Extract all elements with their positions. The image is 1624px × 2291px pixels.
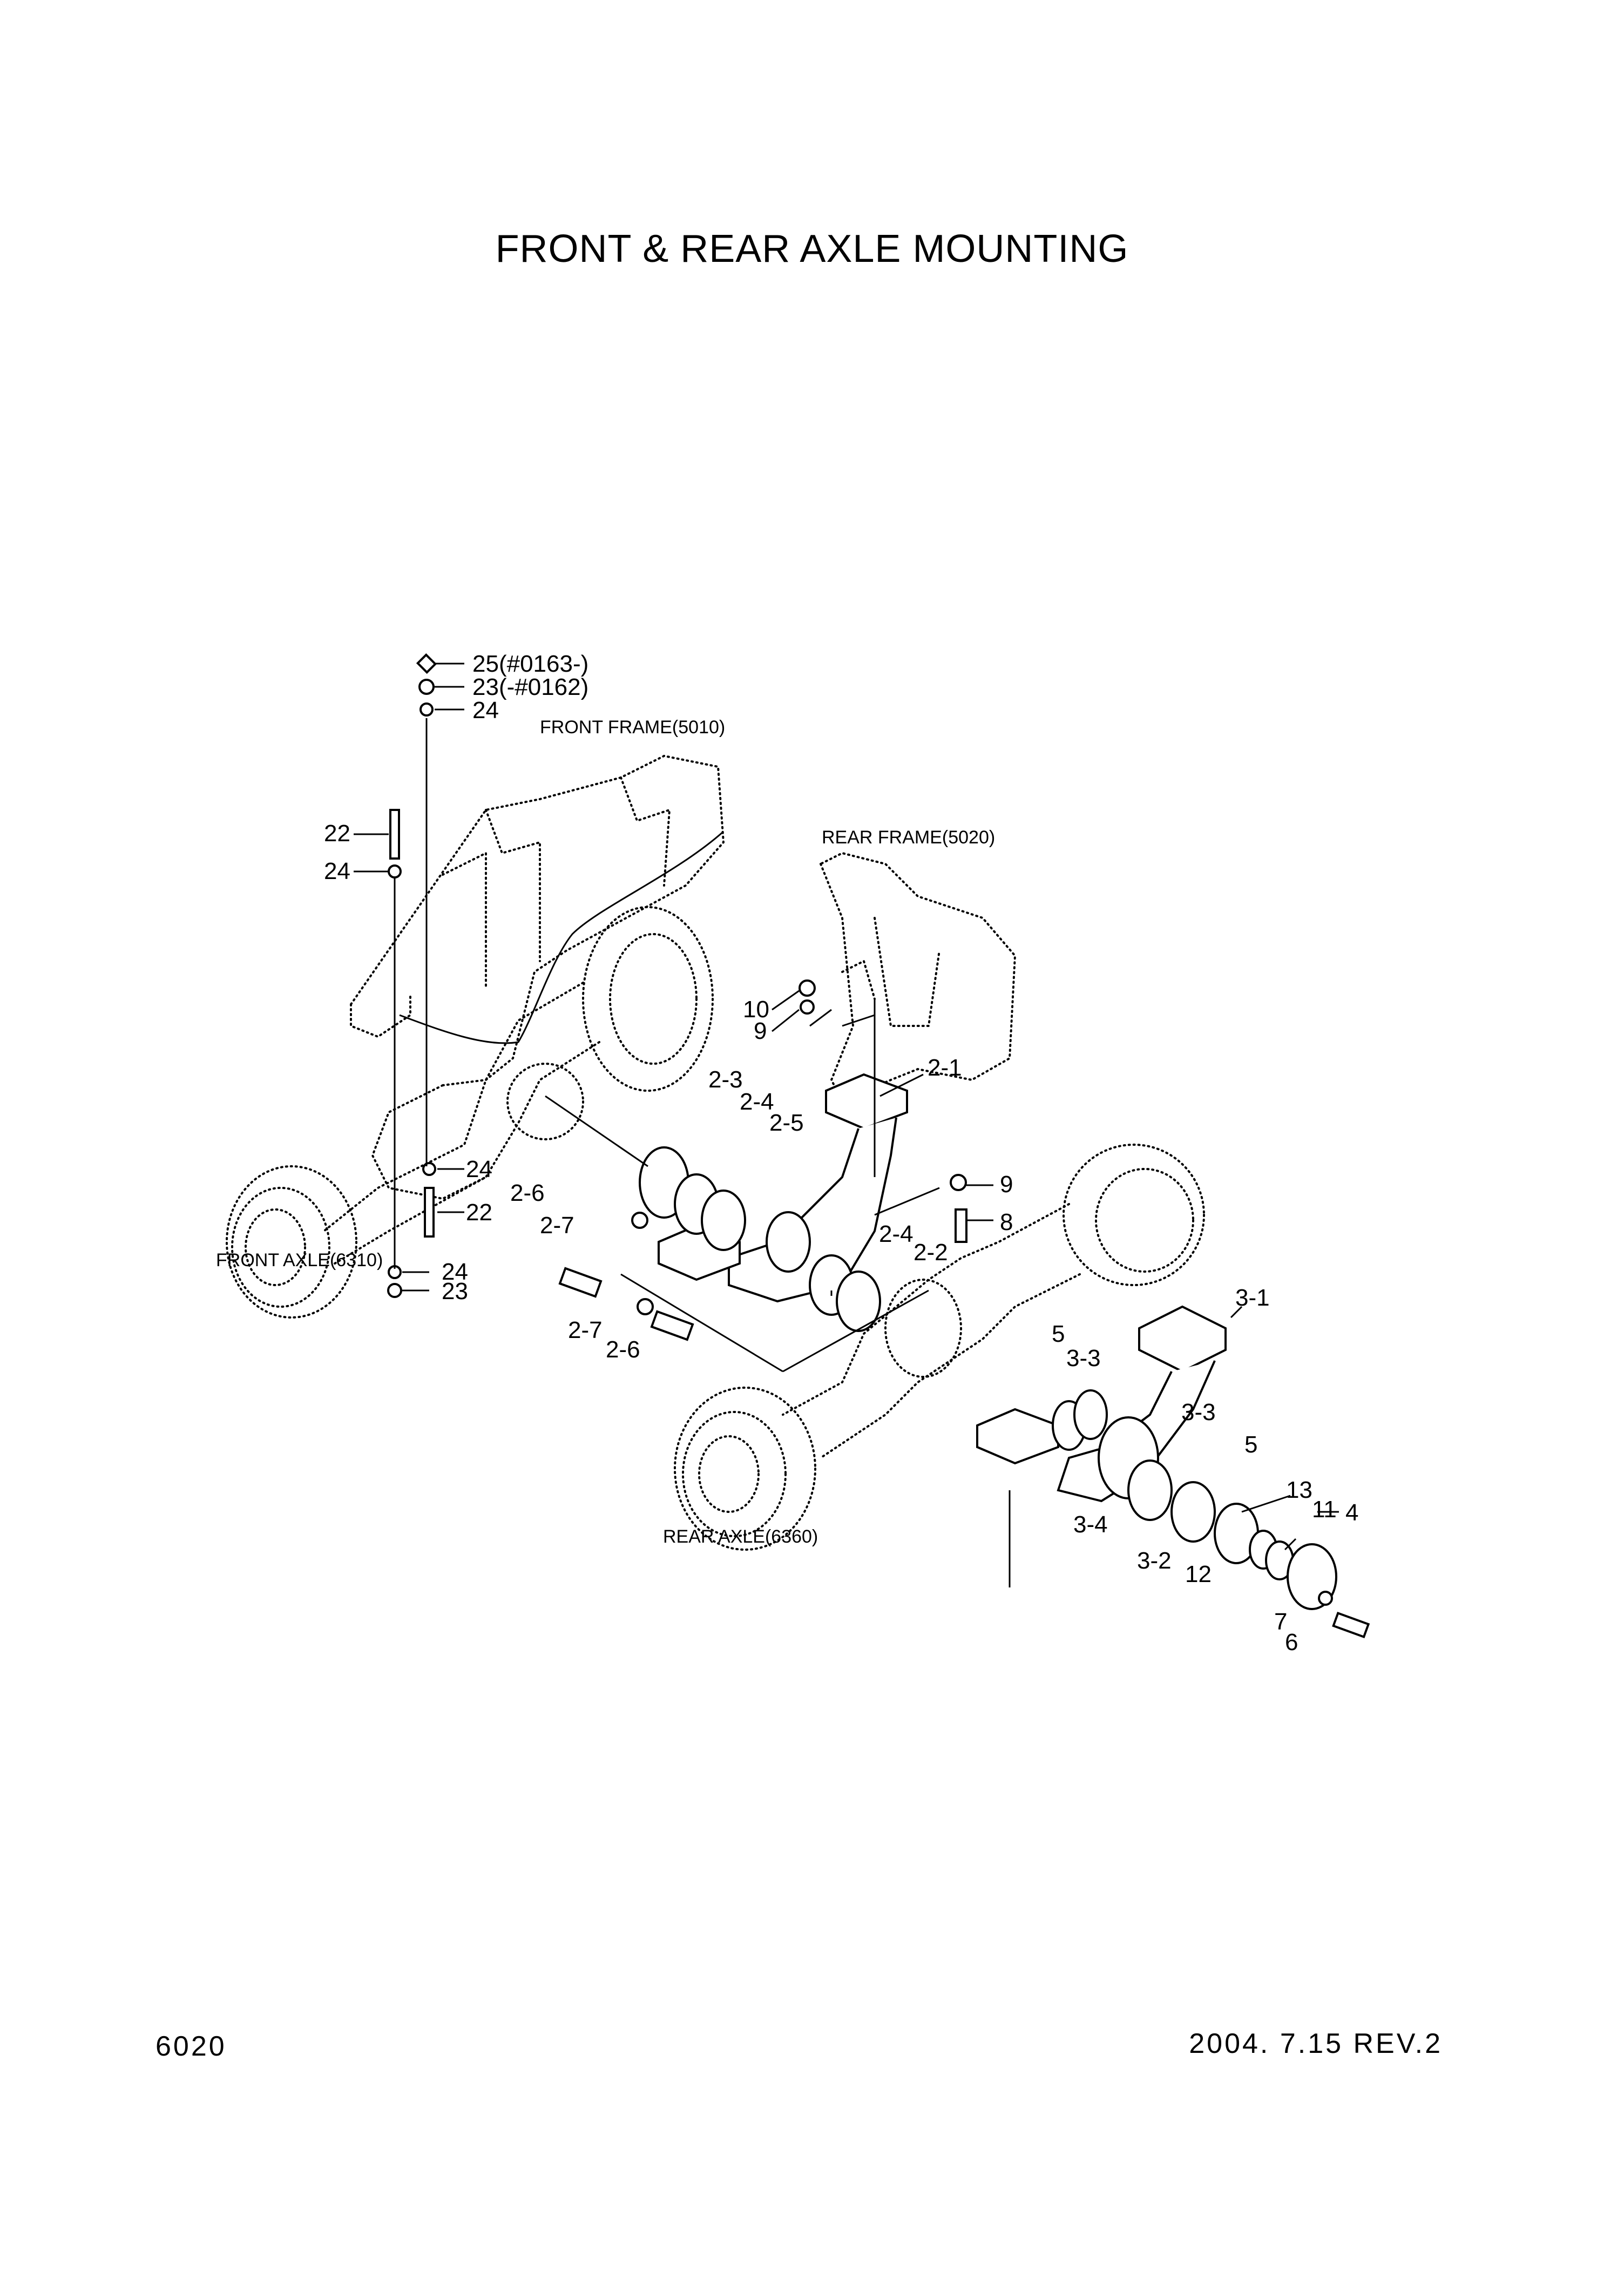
callout-label: 8 [1000, 1209, 1013, 1235]
callout-label: 5 [1052, 1321, 1065, 1347]
callout-label: 3-3 [1181, 1399, 1216, 1425]
callout-label: 2-2 [914, 1239, 948, 1266]
callout-label: 3-2 [1137, 1547, 1172, 1574]
exploded-parts [387, 653, 1370, 1639]
callout-label: 2-7 [540, 1212, 574, 1239]
front-axle-label: FRONT AXLE(6310) [216, 1250, 383, 1270]
callout-label: 22 [466, 1199, 492, 1226]
bracket-2-1 [658, 1073, 908, 1303]
callout-label: 4 [1345, 1499, 1358, 1526]
callout-label: 22 [324, 820, 350, 847]
callout-label: 6 [1285, 1629, 1298, 1655]
callout-label: 2-6 [510, 1180, 545, 1206]
callout-label: 5 [1244, 1431, 1257, 1458]
callout-label: 2-3 [708, 1066, 743, 1093]
page-title: FRONT & REAR AXLE MOUNTING [495, 227, 1129, 271]
callout-label: 2-4 [879, 1221, 914, 1247]
callout-label: 10 [743, 996, 769, 1023]
callout-label: 9 [754, 1018, 767, 1044]
callout-label: 2-7 [568, 1317, 603, 1343]
rear-axle-label: REAR AXLE(6360) [663, 1526, 818, 1547]
rear-frame-label: REAR FRAME(5020) [822, 827, 995, 848]
callout-label: 9 [1000, 1171, 1013, 1198]
callout-label: 11 [1312, 1496, 1337, 1523]
rear-axle-outline [674, 1144, 1205, 1551]
callout-label: 3-4 [1073, 1511, 1108, 1538]
leader-lines [354, 663, 1339, 1587]
callout-label: 24 [472, 697, 499, 724]
callout-label: 7 [1274, 1609, 1287, 1635]
callout-label: 25(#0163-) [472, 651, 588, 677]
revision-date: 2004. 7.15 REV.2 [1189, 2028, 1443, 2059]
callout-label: 23(-#0162) [472, 674, 588, 700]
callout-label: 2-1 [928, 1055, 962, 1081]
callout-label: 3-3 [1066, 1345, 1101, 1371]
rear-frame-outline [819, 851, 1017, 1103]
callout-label: 2-4 [740, 1089, 774, 1115]
callout-label: 23 [442, 1278, 468, 1305]
callout-label: 2-5 [769, 1110, 804, 1136]
callout-label: 13 [1286, 1477, 1312, 1503]
callout-label: 12 [1185, 1561, 1212, 1587]
front-frame-label: FRONT FRAME(5010) [540, 717, 725, 738]
callout-label: 2-6 [606, 1336, 640, 1363]
page-number: 6020 [155, 2031, 227, 2062]
front-frame-outline [350, 754, 725, 1200]
callout-label: 24 [466, 1156, 492, 1182]
callout-label: 24 [442, 1259, 468, 1285]
callout-label: 3-1 [1235, 1285, 1270, 1311]
front-axle-outline [226, 830, 724, 1319]
callout-label: 24 [324, 858, 350, 884]
